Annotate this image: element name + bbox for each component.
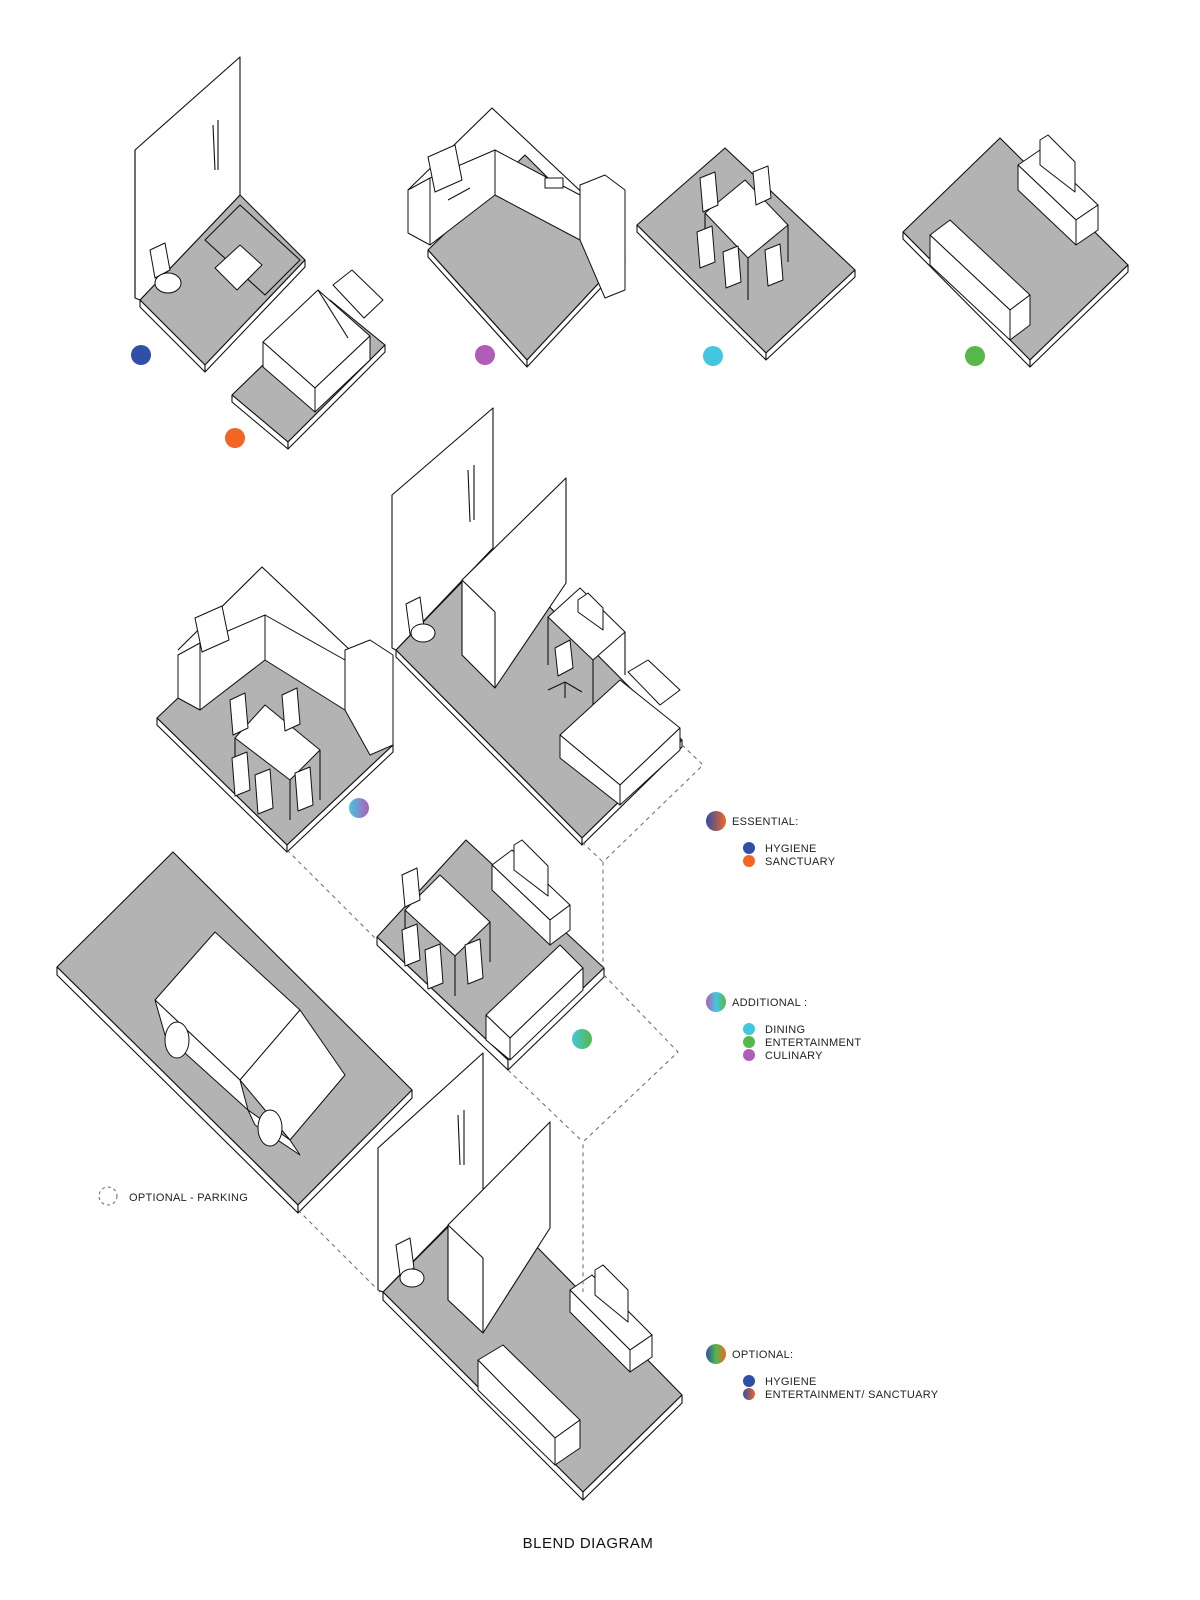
additional-item-dining: DINING bbox=[765, 1024, 805, 1036]
legend-optional: OPTIONAL: HYGIENE ENTERTAINMENT/ SANCTUA… bbox=[706, 1344, 939, 1401]
essential-unit bbox=[391, 407, 683, 846]
additional-legend-dot bbox=[706, 992, 726, 1012]
optional-heading: OPTIONAL: bbox=[732, 1349, 793, 1361]
essential-item-hygiene: HYGIENE bbox=[765, 843, 817, 855]
culinary-color-dot bbox=[475, 345, 495, 365]
legend-additional: ADDITIONAL : DINING ENTERTAINMENT CULINA… bbox=[706, 992, 861, 1062]
entertainment-color-dot bbox=[965, 346, 985, 366]
additional-item-culinary: CULINARY bbox=[765, 1050, 823, 1062]
optional-item-ent-sanctuary: ENTERTAINMENT/ SANCTUARY bbox=[765, 1389, 939, 1401]
additional-entertainment-dot bbox=[743, 1036, 755, 1048]
relation-lines bbox=[286, 744, 704, 1296]
sanctuary-color-dot bbox=[225, 428, 245, 448]
additional-unit-dot bbox=[572, 1029, 592, 1049]
additional-heading: ADDITIONAL : bbox=[732, 997, 807, 1009]
culinary-module bbox=[407, 107, 626, 368]
kitchen-dining-blend bbox=[156, 566, 394, 853]
legend-parking: OPTIONAL - PARKING bbox=[98, 1186, 248, 1206]
entertainment-module bbox=[902, 134, 1129, 368]
optional-ent-sanctuary-dot bbox=[743, 1388, 755, 1400]
additional-unit bbox=[376, 839, 605, 1071]
sanctuary-module bbox=[231, 269, 386, 450]
dining-color-dot bbox=[703, 346, 723, 366]
diagram-title: BLEND DIAGRAM bbox=[523, 1535, 654, 1552]
additional-item-entertainment: ENTERTAINMENT bbox=[765, 1037, 861, 1049]
parking-legend-dot bbox=[98, 1186, 118, 1206]
hygiene-module bbox=[134, 56, 306, 373]
parking-label: OPTIONAL - PARKING bbox=[129, 1192, 248, 1204]
hygiene-color-dot bbox=[131, 345, 151, 365]
additional-culinary-dot bbox=[743, 1049, 755, 1061]
parking-module bbox=[56, 851, 413, 1214]
essential-hygiene-dot bbox=[743, 842, 755, 854]
legend-essential: ESSENTIAL: HYGIENE SANCTUARY bbox=[706, 811, 836, 868]
dining-module bbox=[636, 147, 856, 361]
optional-hygiene-dot bbox=[743, 1375, 755, 1387]
optional-unit bbox=[377, 1052, 683, 1501]
essential-item-sanctuary: SANCTUARY bbox=[765, 856, 836, 868]
optional-item-hygiene: HYGIENE bbox=[765, 1376, 817, 1388]
essential-sanctuary-dot bbox=[743, 855, 755, 867]
essential-legend-dot bbox=[706, 811, 726, 831]
kitchen-dining-blend-dot bbox=[349, 798, 369, 818]
additional-dining-dot bbox=[743, 1023, 755, 1035]
essential-heading: ESSENTIAL: bbox=[732, 816, 799, 828]
optional-legend-dot bbox=[706, 1344, 726, 1364]
